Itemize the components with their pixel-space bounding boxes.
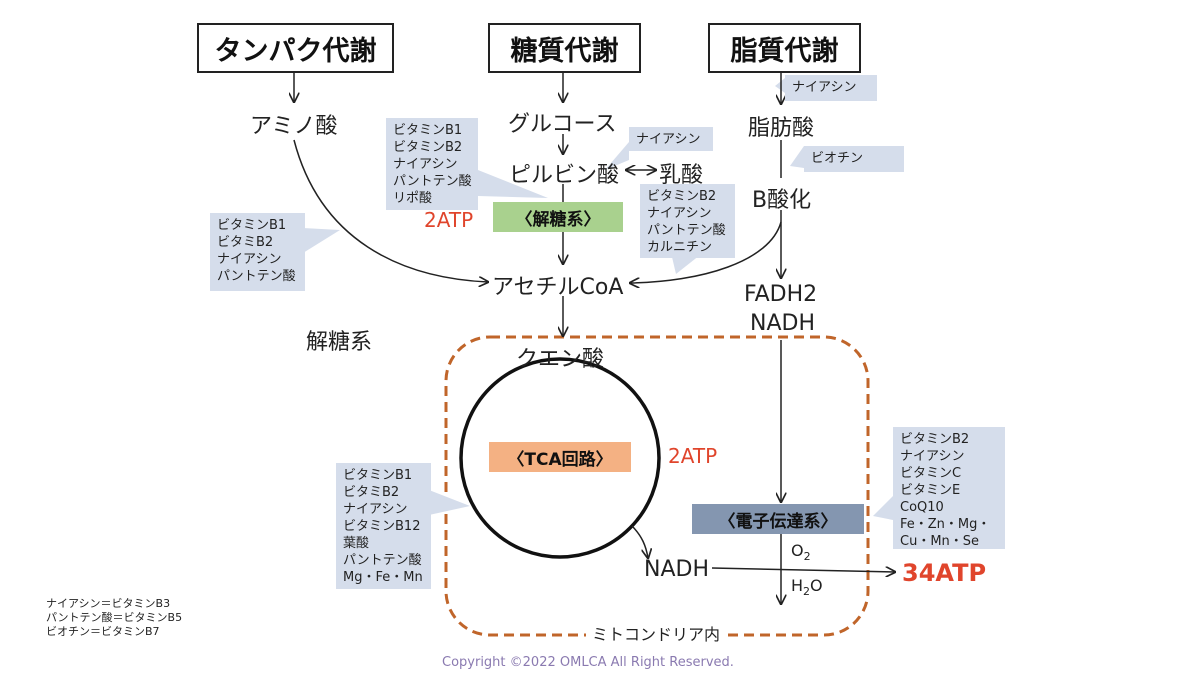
callout-pointer [303, 228, 340, 253]
h2o-o: O [810, 576, 823, 595]
list-item: ビタミB2 [217, 235, 274, 250]
h2o-h: H [791, 576, 804, 595]
callout-pointer [429, 490, 470, 515]
list-item: ナイアシン [792, 80, 857, 95]
node-amino-acid: アミノ酸 [250, 114, 338, 139]
callout-pointer [605, 142, 629, 170]
list-item: パントテン酸 [217, 269, 296, 284]
node-citrate: クエン酸 [516, 347, 605, 372]
arrow-tca-to-nadh [631, 525, 648, 558]
callout-beta-ox-vitamins: ビタミンB2 ナイアシンパントテン酸カルニチン [640, 184, 735, 258]
arrow-amino-to-acetyl [293, 139, 488, 282]
list-item: 葉酸 [343, 536, 370, 551]
list-item: Fe・Zn・Mg・ [900, 517, 991, 532]
list-item: ビタミンB1 [393, 123, 463, 138]
list-item: ビタミンB2 [393, 140, 463, 155]
list-item: ビタミB2 [343, 485, 400, 500]
callout-pointer [775, 78, 785, 93]
list-item: ビタミンB1 [217, 218, 287, 233]
list-item: ナイアシン [217, 252, 282, 267]
callout-pointer [478, 170, 548, 198]
list-item: ナイアシン [636, 132, 701, 147]
node-fadh2: FADH2 [744, 282, 818, 307]
list-item: CoQ10 [900, 500, 944, 515]
list-item: ナイアシン [393, 157, 458, 172]
list-item: ビタミンC [900, 466, 962, 481]
atp-etc: 34ATP [902, 559, 987, 587]
copyright: Copyright ©2022 OMLCA All Right Reserved… [442, 655, 734, 670]
list-item: パントテン酸 [393, 174, 472, 189]
list-item: ビオチン＝ビタミンB7 [46, 625, 160, 638]
header-sugar-label: 糖質代謝 [510, 35, 619, 67]
list-item: ビタミンB1 [343, 468, 413, 483]
list-item: ナイアシン [647, 206, 712, 221]
list-item: パントテン酸＝ビタミンB5 [46, 611, 183, 624]
glycolysis-bar-label: 〈解糖系〉 [515, 209, 601, 230]
node-lactate: 乳酸 [659, 163, 704, 188]
list-item: Cu・Mn・Se [900, 534, 980, 549]
list-item: ビタミンE [900, 483, 961, 498]
callout-amino-vitamins: ビタミンB1 ビタミB2 ナイアシンパントテン酸 [210, 213, 305, 291]
callout-lactate-niacin: ナイアシン [629, 127, 713, 151]
node-beta-oxidation: B酸化 [752, 188, 812, 213]
callout-biotin: ビオチン [804, 146, 904, 172]
tca-bar-label: 〈TCA回路〉 [507, 449, 613, 470]
list-item: ナイアシン [343, 502, 408, 517]
header-lipid: 脂質代謝 [708, 23, 861, 73]
atp-glycolysis: 2ATP [424, 208, 474, 232]
mitochondria-label: ミトコンドリア内 [586, 621, 727, 645]
list-item: Mg・Fe・Mn [343, 570, 423, 585]
node-acetyl-coa: アセチルCoA [492, 275, 624, 300]
list-item: ビタミンB2 [647, 189, 717, 204]
callout-pyruvate-vitamins: ビタミンB1 ビタミンB2 ナイアシンパントテン酸リポ酸 [386, 118, 478, 210]
tca-circle [459, 357, 661, 559]
node-nadh-bottom: NADH [644, 557, 709, 582]
node-o2: O2 [791, 541, 811, 563]
callout-tca-vitamins: ビタミンB1 ビタミB2 ナイアシンビタミンB12 葉酸パントテン酸 Mg・Fe・Mn [336, 463, 431, 589]
atp-tca: 2ATP [668, 444, 718, 468]
o2-base: O [791, 541, 804, 560]
h2o-subscript: 2 [803, 585, 811, 599]
list-item: パントテン酸 [343, 553, 422, 568]
list-item: リポ酸 [393, 191, 433, 206]
callout-pointer [873, 496, 893, 520]
list-item: ビタミンB12 [343, 519, 421, 534]
node-glycolysis-text: 解糖系 [306, 330, 373, 355]
node-pyruvate: ピルビン酸 [509, 163, 620, 188]
tca-bar: 〈TCA回路〉 [489, 442, 631, 472]
list-item: パントテン酸 [647, 223, 726, 238]
list-item: ナイアシン [900, 449, 965, 464]
list-item: ビオチン [811, 151, 864, 166]
list-item: ビタミンB2 [900, 432, 970, 447]
node-nadh-top: NADH [750, 311, 815, 336]
header-sugar: 糖質代謝 [488, 23, 641, 73]
etc-bar-label: 〈電子伝達系〉 [718, 511, 838, 532]
node-glucose: グルコース [508, 112, 617, 137]
callout-fatty-niacin: ナイアシン [785, 75, 877, 101]
etc-bar: 〈電子伝達系〉 [692, 504, 864, 534]
header-lipid-label: 脂質代謝 [730, 35, 839, 67]
arrow-nadh-to-atp [711, 568, 895, 572]
list-item: ナイアシン＝ビタミンB3 [46, 597, 171, 610]
glycolysis-bar: 〈解糖系〉 [493, 202, 623, 232]
node-h2o: H2O [791, 576, 823, 598]
node-fatty-acid: 脂肪酸 [748, 116, 815, 141]
o2-subscript: 2 [803, 550, 811, 564]
callout-pointer [790, 146, 804, 168]
arrow-beta-to-acetyl [630, 221, 782, 283]
header-protein-label: タンパク代謝 [214, 35, 377, 67]
list-item: カルニチン [647, 240, 713, 255]
header-protein: タンパク代謝 [197, 23, 394, 73]
